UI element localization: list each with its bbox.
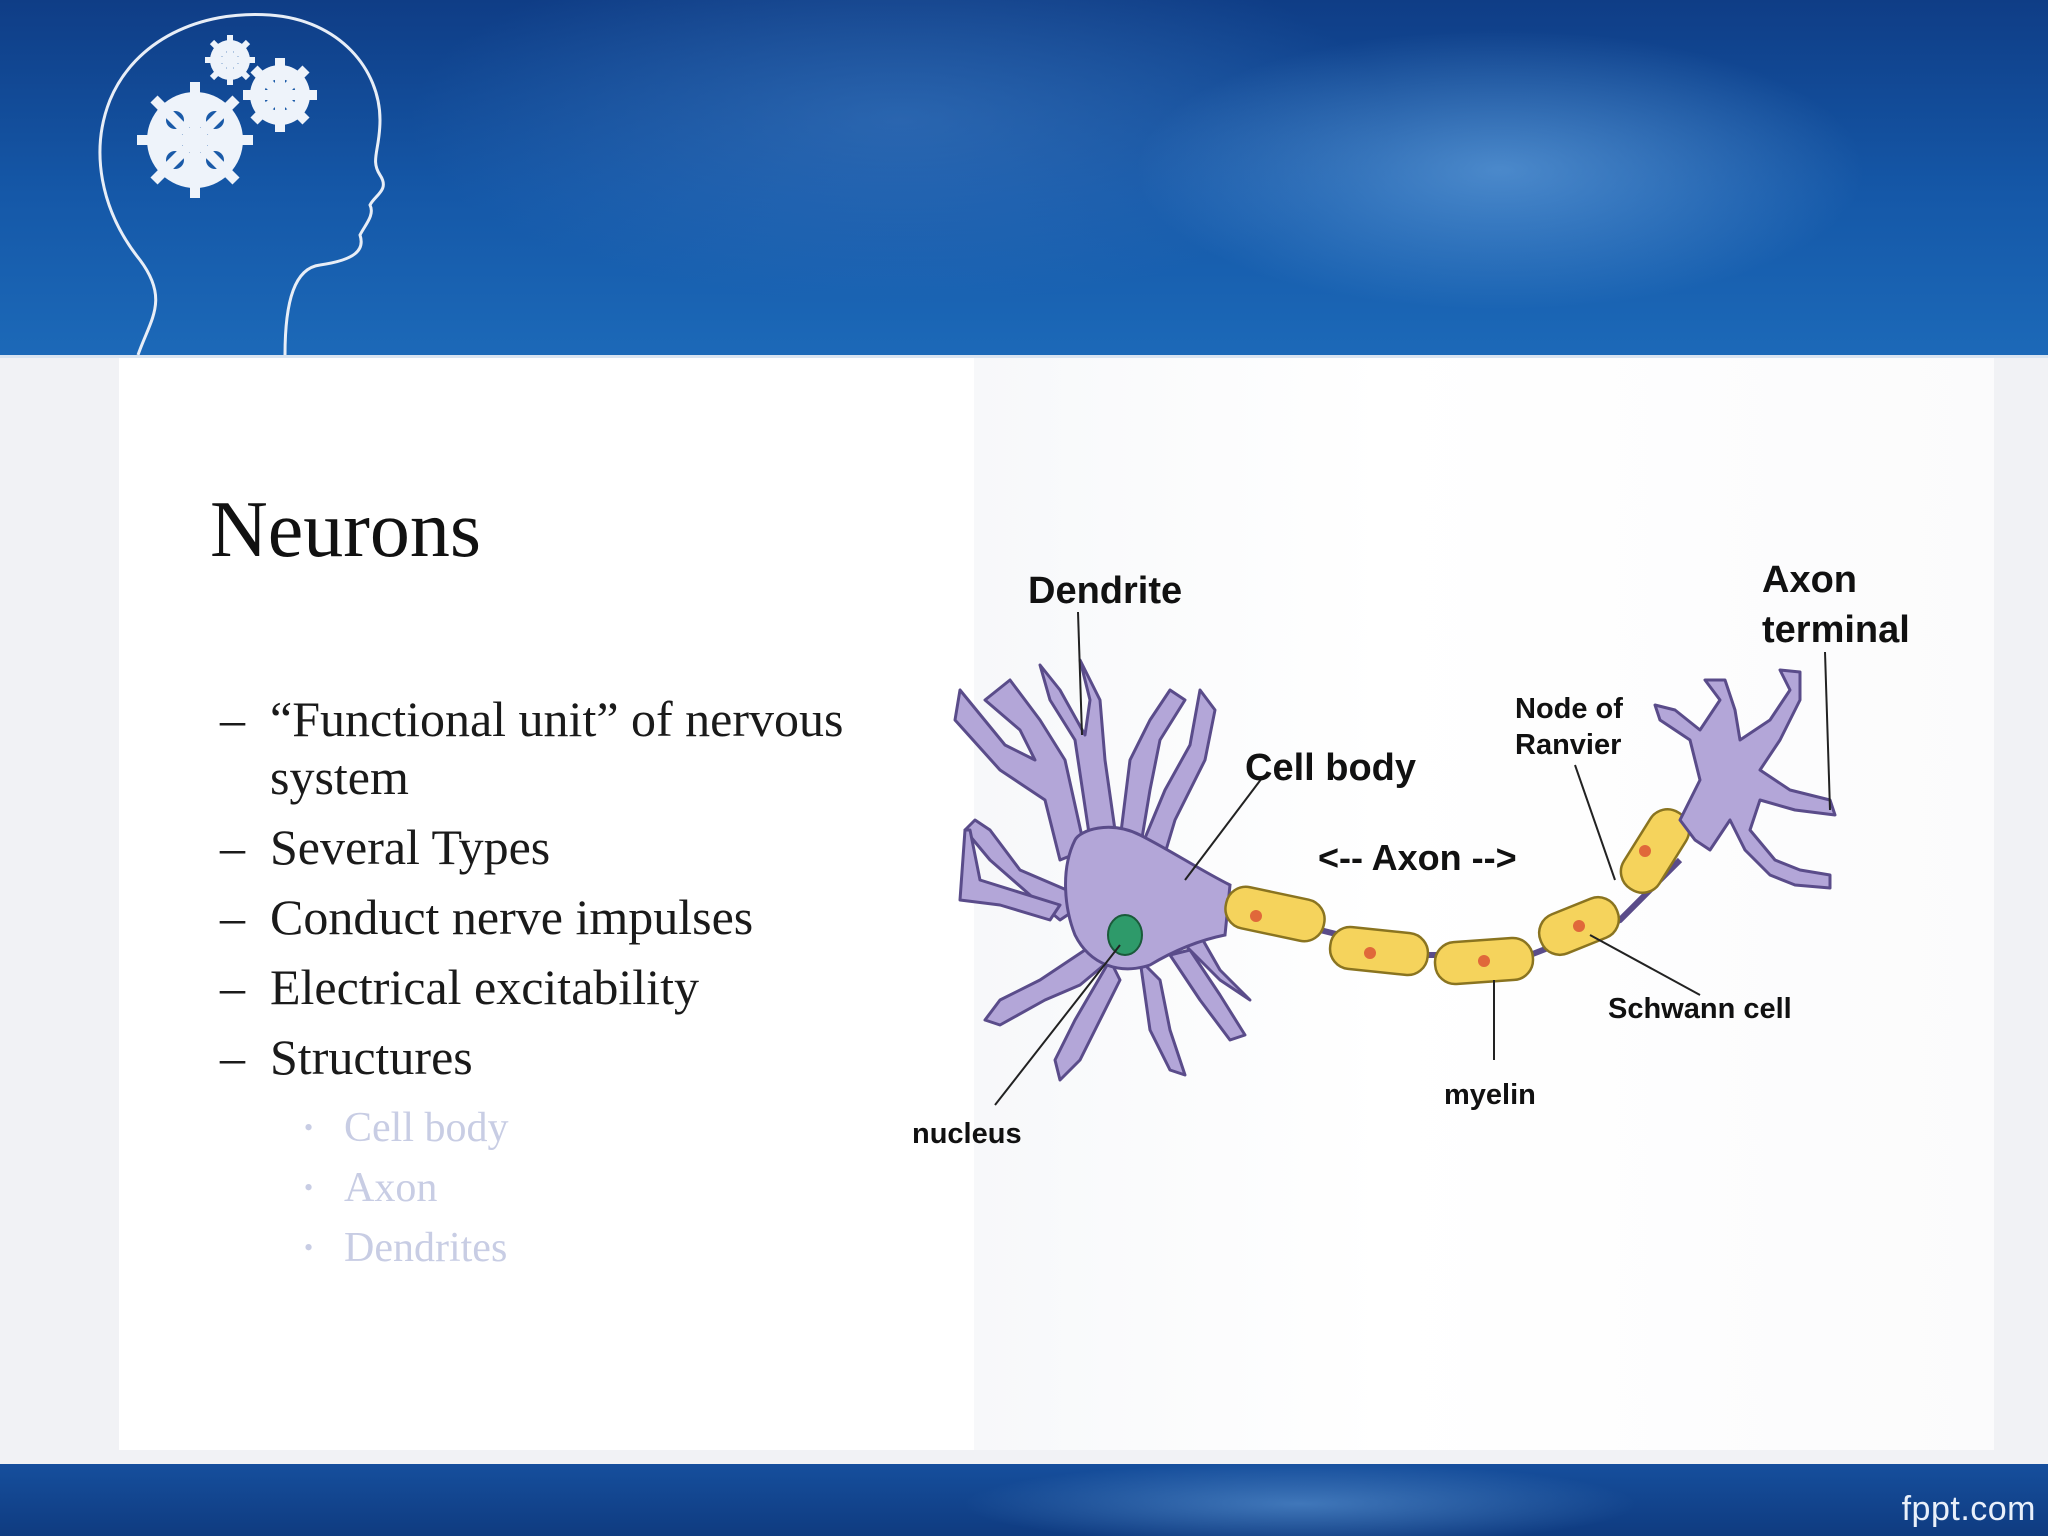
bullet-item: – Structures xyxy=(220,1028,860,1086)
dash-glyph: – xyxy=(220,959,245,1015)
leader-lines xyxy=(994,611,1831,1106)
label-node-of-ranvier-2: Ranvier xyxy=(1515,729,1621,761)
myelin-segments xyxy=(1224,808,1691,986)
sub-bullet-text: Cell body xyxy=(344,1105,509,1151)
sub-bullet-item: • Axon xyxy=(304,1158,860,1218)
dash-glyph: – xyxy=(220,1029,245,1085)
bullet-item: – “Functional unit” of nervous system xyxy=(220,690,860,806)
label-axon-terminal-2: terminal xyxy=(1762,609,1910,651)
bullet-text: Several Types xyxy=(270,819,551,875)
bullet-text: “Functional unit” of nervous system xyxy=(270,691,844,805)
sub-bullet-list: • Cell body • Axon • Dendrites xyxy=(220,1098,860,1278)
bullet-text: Electrical excitability xyxy=(270,959,699,1015)
dot-glyph: • xyxy=(304,1173,314,1202)
dash-glyph: – xyxy=(220,889,245,945)
label-axon: <-- Axon --> xyxy=(1318,837,1517,878)
axon-terminal-shape xyxy=(1653,668,1837,890)
head-gears-icon xyxy=(98,12,385,355)
bullet-list: – “Functional unit” of nervous system – … xyxy=(220,690,860,1278)
nucleus-shape xyxy=(1107,914,1143,956)
label-node-of-ranvier-1: Node of xyxy=(1515,693,1623,725)
slide-title: Neurons xyxy=(210,486,482,574)
fppt-logo: fppt.com xyxy=(1901,1490,2036,1528)
label-axon-terminal-1: Axon xyxy=(1762,559,1857,601)
myelin-segment xyxy=(1224,885,1326,943)
label-dendrite: Dendrite xyxy=(1028,570,1182,612)
bottom-banner xyxy=(0,1464,2048,1536)
dash-glyph: – xyxy=(220,819,245,875)
myelin-segment xyxy=(1619,808,1691,894)
bullet-item: – Conduct nerve impulses xyxy=(220,888,860,946)
schwann-nuclei xyxy=(1250,845,1651,967)
dendrites xyxy=(953,658,1252,1082)
label-cell-body: Cell body xyxy=(1245,747,1416,789)
sub-bullet-text: Axon xyxy=(344,1165,438,1211)
label-nucleus: nucleus xyxy=(912,1118,1022,1150)
bullet-text: Structures xyxy=(270,1029,473,1085)
sub-bullet-item: • Cell body xyxy=(304,1098,860,1158)
sub-bullet-item: • Dendrites xyxy=(304,1218,860,1278)
dash-glyph: – xyxy=(220,691,245,747)
label-myelin: myelin xyxy=(1444,1079,1536,1111)
bullet-item: – Several Types xyxy=(220,818,860,876)
dot-glyph: • xyxy=(304,1233,314,1262)
cell-body-shape xyxy=(1064,825,1232,971)
myelin-segment xyxy=(1328,925,1430,977)
label-schwann-cell: Schwann cell xyxy=(1608,993,1792,1025)
dot-glyph: • xyxy=(304,1113,314,1142)
sub-bullet-text: Dendrites xyxy=(344,1225,508,1271)
bullet-item: – Electrical excitability xyxy=(220,958,860,1016)
content-panel xyxy=(119,358,974,1450)
bullet-text: Conduct nerve impulses xyxy=(270,889,754,945)
top-banner xyxy=(0,0,2048,358)
